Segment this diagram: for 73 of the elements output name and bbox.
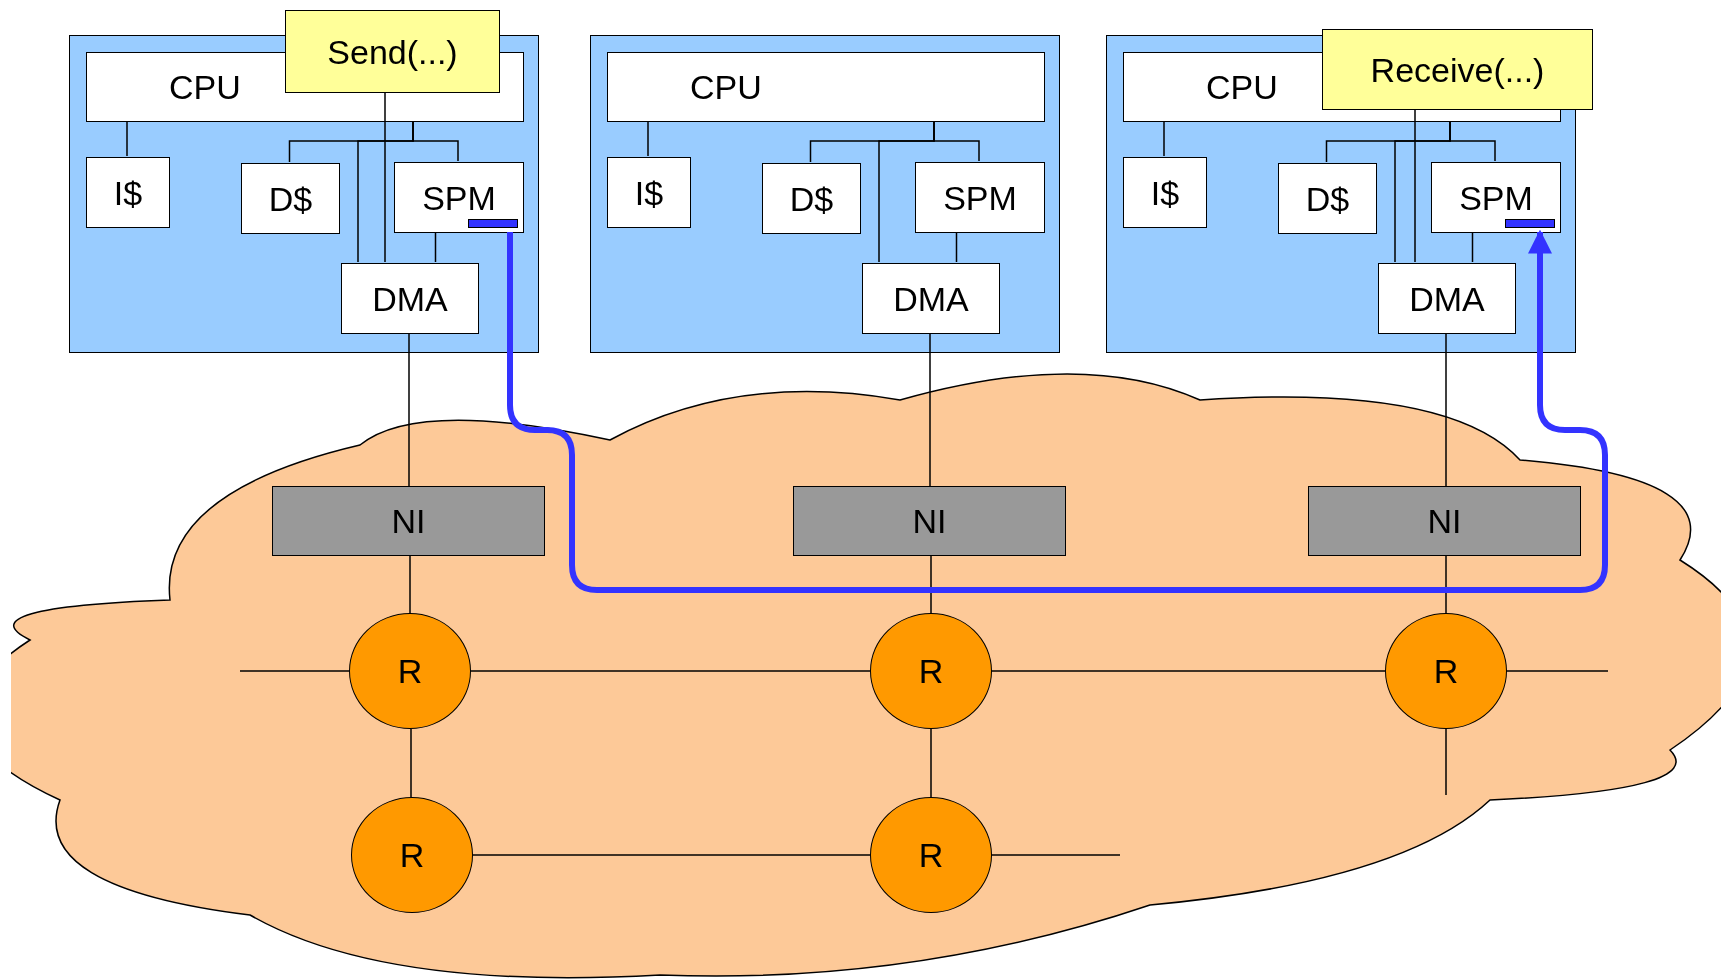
connector-line xyxy=(647,120,649,157)
leader-line xyxy=(384,92,386,263)
connector-line xyxy=(929,332,931,487)
memory-block xyxy=(915,162,1045,233)
block-label: R xyxy=(918,654,944,688)
connector-line xyxy=(930,728,932,798)
connector-line xyxy=(357,120,414,263)
block-label: R xyxy=(918,838,944,872)
connector-line xyxy=(1163,120,1165,157)
connector-line xyxy=(409,555,411,614)
connector-line xyxy=(1445,332,1447,487)
connector-line xyxy=(1394,120,1451,263)
connector-line xyxy=(878,120,935,263)
connector-line xyxy=(1445,728,1447,796)
connector-line xyxy=(408,332,410,487)
block-label: D$ xyxy=(268,181,313,216)
block-label: I$ xyxy=(113,175,143,210)
connector-line xyxy=(239,670,350,672)
block-label: R xyxy=(399,838,425,872)
memory-block xyxy=(1431,162,1561,233)
connector-line xyxy=(472,854,871,856)
block-label: DMA xyxy=(893,281,969,316)
block-label: DMA xyxy=(1409,281,1485,316)
cache-block xyxy=(1123,157,1207,228)
block-label: D$ xyxy=(789,181,834,216)
connector-line xyxy=(991,854,1121,856)
interface-block xyxy=(793,486,1066,556)
connector-line xyxy=(126,120,128,157)
tile-panel xyxy=(590,35,1060,353)
block-label: SPM xyxy=(943,180,1017,215)
dma-block xyxy=(1378,263,1516,334)
dma-block xyxy=(862,263,1000,334)
tile-panel xyxy=(69,35,539,353)
connector-line xyxy=(930,555,932,614)
block-label: NI xyxy=(912,504,947,538)
speech-tooltip xyxy=(1322,29,1593,110)
connector-line xyxy=(434,231,437,263)
connector-line xyxy=(955,231,958,263)
interface-block xyxy=(272,486,545,556)
block-label: Send(...) xyxy=(327,34,458,69)
block-label: I$ xyxy=(634,175,664,210)
dma-block xyxy=(341,263,479,334)
connector-line xyxy=(1471,231,1474,263)
block-label: NI xyxy=(1427,504,1462,538)
connector-line xyxy=(470,670,871,672)
block-label: DMA xyxy=(372,281,448,316)
block-label: R xyxy=(397,654,423,688)
arrow xyxy=(507,229,1608,593)
cache-block xyxy=(1278,163,1377,234)
cache-block xyxy=(241,163,340,234)
block-label: SPM xyxy=(422,180,496,215)
block-label: R xyxy=(1433,654,1459,688)
network-cloud xyxy=(11,370,1721,979)
block-label: NI xyxy=(391,504,426,538)
cache-block xyxy=(86,157,170,228)
block-label: I$ xyxy=(1150,175,1180,210)
cache-block xyxy=(607,157,691,228)
connector-line xyxy=(1445,555,1447,614)
cpu-block xyxy=(607,52,1045,122)
block-label: CPU xyxy=(169,70,241,104)
block-label: SPM xyxy=(1459,180,1533,215)
cache-block xyxy=(762,163,861,234)
speech-tooltip xyxy=(285,10,500,93)
block-label: Receive(...) xyxy=(1370,52,1545,87)
block-label: D$ xyxy=(1305,181,1350,216)
memory-block xyxy=(394,162,524,233)
leader-line xyxy=(1414,109,1416,263)
connector-line xyxy=(991,670,1386,672)
connector-line xyxy=(1506,670,1609,672)
block-label: CPU xyxy=(1206,70,1278,104)
connector-line xyxy=(410,728,412,798)
interface-block xyxy=(1308,486,1581,556)
block-label: CPU xyxy=(690,70,762,104)
